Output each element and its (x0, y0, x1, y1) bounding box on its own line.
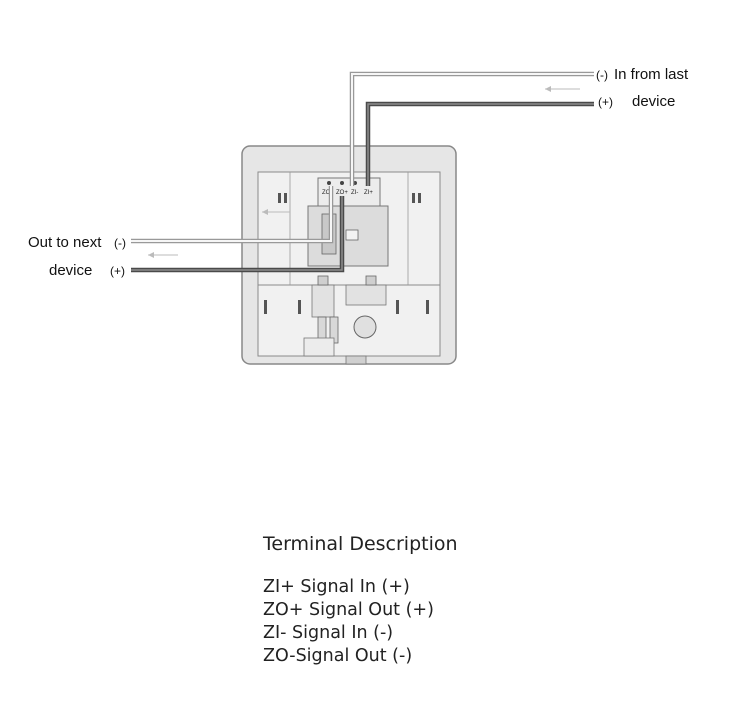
out-plus-label: (+) (110, 264, 125, 278)
terminal-description-title: Terminal Description (263, 533, 458, 555)
terminal-row-zi-plus: ZI+ Signal In (+) (263, 577, 410, 597)
out-minus-label: (-) (114, 236, 126, 250)
terminal-label-zi-minus: ZI- (351, 190, 358, 196)
out-label-line1: Out to next (28, 234, 102, 251)
terminal-row-zi-minus: ZI- Signal In (-) (263, 623, 394, 643)
wiring-diagram: ZO- ZO+ ZI- ZI+ (-) In from last (+) dev… (28, 66, 689, 365)
in-label-line1: In from last (614, 66, 689, 83)
terminal-label-zo-plus: ZO+ (336, 190, 348, 196)
out-label-line2: device (49, 262, 92, 279)
in-plus-label: (+) (598, 95, 613, 109)
in-label-line2: device (632, 93, 675, 110)
in-minus-label: (-) (596, 68, 608, 82)
terminal-description: Terminal Description ZI+ Signal In (+) Z… (263, 533, 458, 668)
terminal-row-zo-minus: ZO-Signal Out (-) (263, 646, 413, 666)
terminal-row-zo-plus: ZO+ Signal Out (+) (263, 600, 434, 620)
terminal-label-zo-minus: ZO- (322, 190, 332, 196)
terminal-label-zi-plus: ZI+ (364, 190, 373, 196)
device-plate (241, 145, 457, 365)
